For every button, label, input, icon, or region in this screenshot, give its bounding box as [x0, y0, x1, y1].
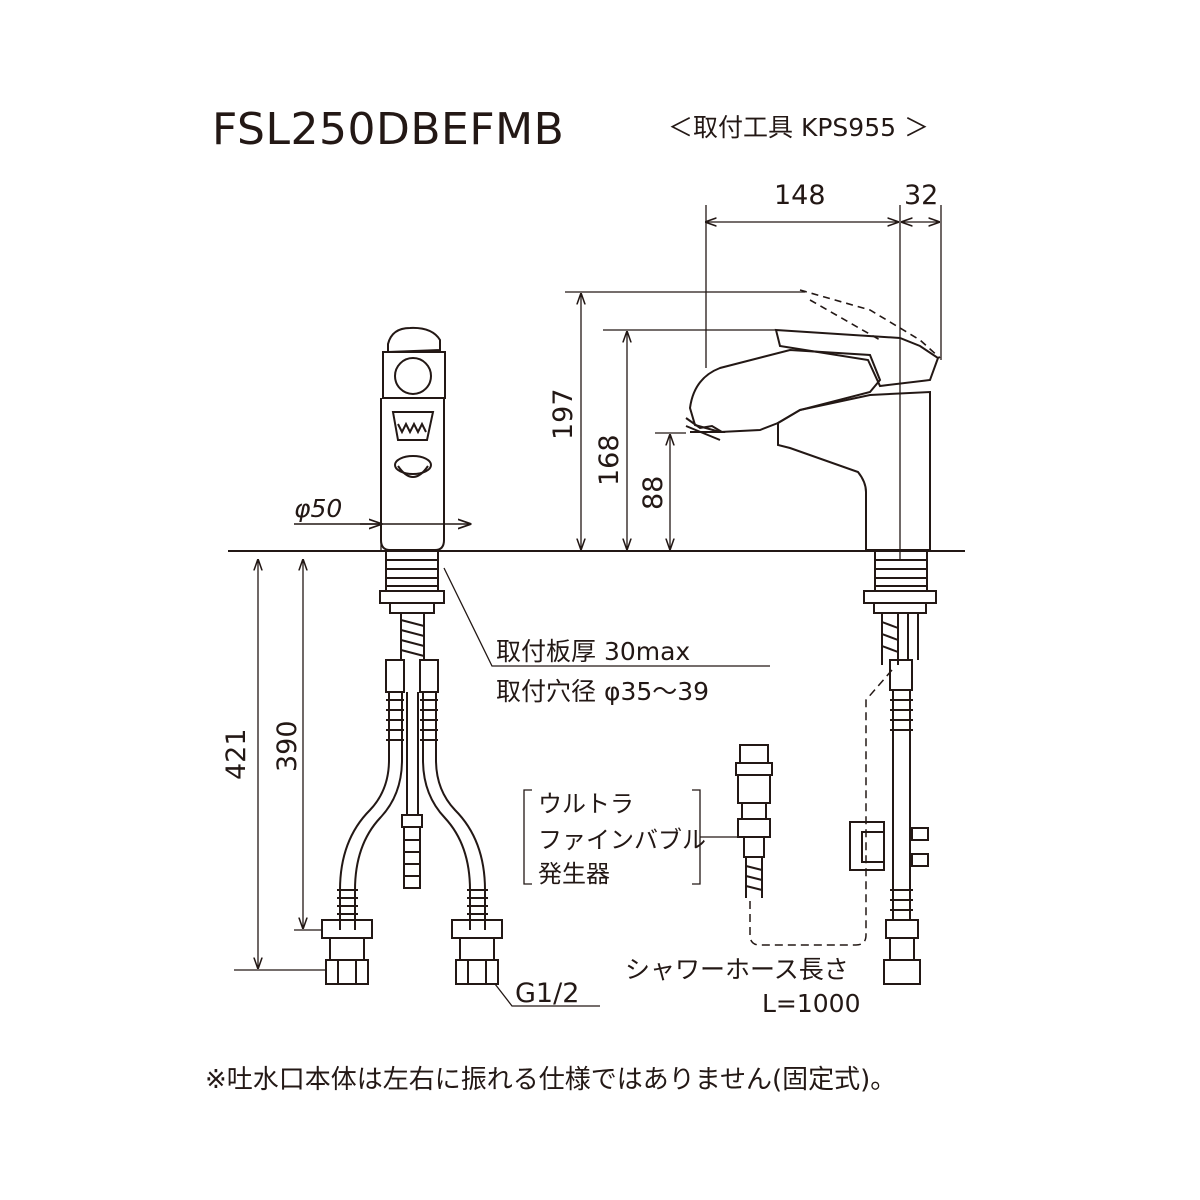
dim-390: 390: [272, 720, 303, 772]
dim-148: 148: [774, 180, 826, 211]
g12-leader: [494, 983, 600, 1007]
diameter-label: φ50: [294, 494, 342, 523]
bubble-line-2: ファインバブル: [538, 826, 706, 854]
mount-hole-diameter: 取付穴径 φ35〜39: [496, 677, 709, 706]
under-counter-dimensions: [234, 560, 326, 971]
side-mounting-shank: [849, 550, 937, 985]
shower-hose-dashed: [749, 669, 893, 946]
dim-88: 88: [638, 476, 669, 510]
mount-plate-thickness: 取付板厚 30max: [496, 637, 690, 666]
dim-32: 32: [904, 180, 938, 211]
front-supply-hoses: [321, 659, 503, 985]
dim-197: 197: [548, 388, 579, 440]
front-view-faucet: [380, 326, 446, 551]
bubble-bracket-left: [523, 789, 532, 885]
mounting-leader: [443, 567, 770, 667]
side-dimension-lines: [565, 205, 942, 560]
bubble-line-1: ウルトラ: [538, 790, 634, 818]
shower-hose-label: シャワーホース長さ: [625, 955, 849, 984]
dim-168: 168: [594, 434, 625, 486]
shower-hose-length: L=1000: [762, 989, 861, 1018]
connection-label: G1/2: [515, 978, 579, 1009]
bubble-line-3: 発生器: [538, 860, 610, 888]
side-view-faucet: [685, 289, 941, 551]
mounting-tool-label: ＜取付工具 KPS955 ＞: [668, 113, 929, 142]
front-mounting-shank: [379, 550, 445, 660]
dim-421: 421: [221, 728, 252, 780]
bubble-generator-part: [735, 744, 773, 898]
model-number: FSL250DBEFMB: [212, 104, 565, 155]
footnote: ※吐水口本体は左右に振れる仕様ではありません(固定式)。: [205, 1065, 897, 1095]
